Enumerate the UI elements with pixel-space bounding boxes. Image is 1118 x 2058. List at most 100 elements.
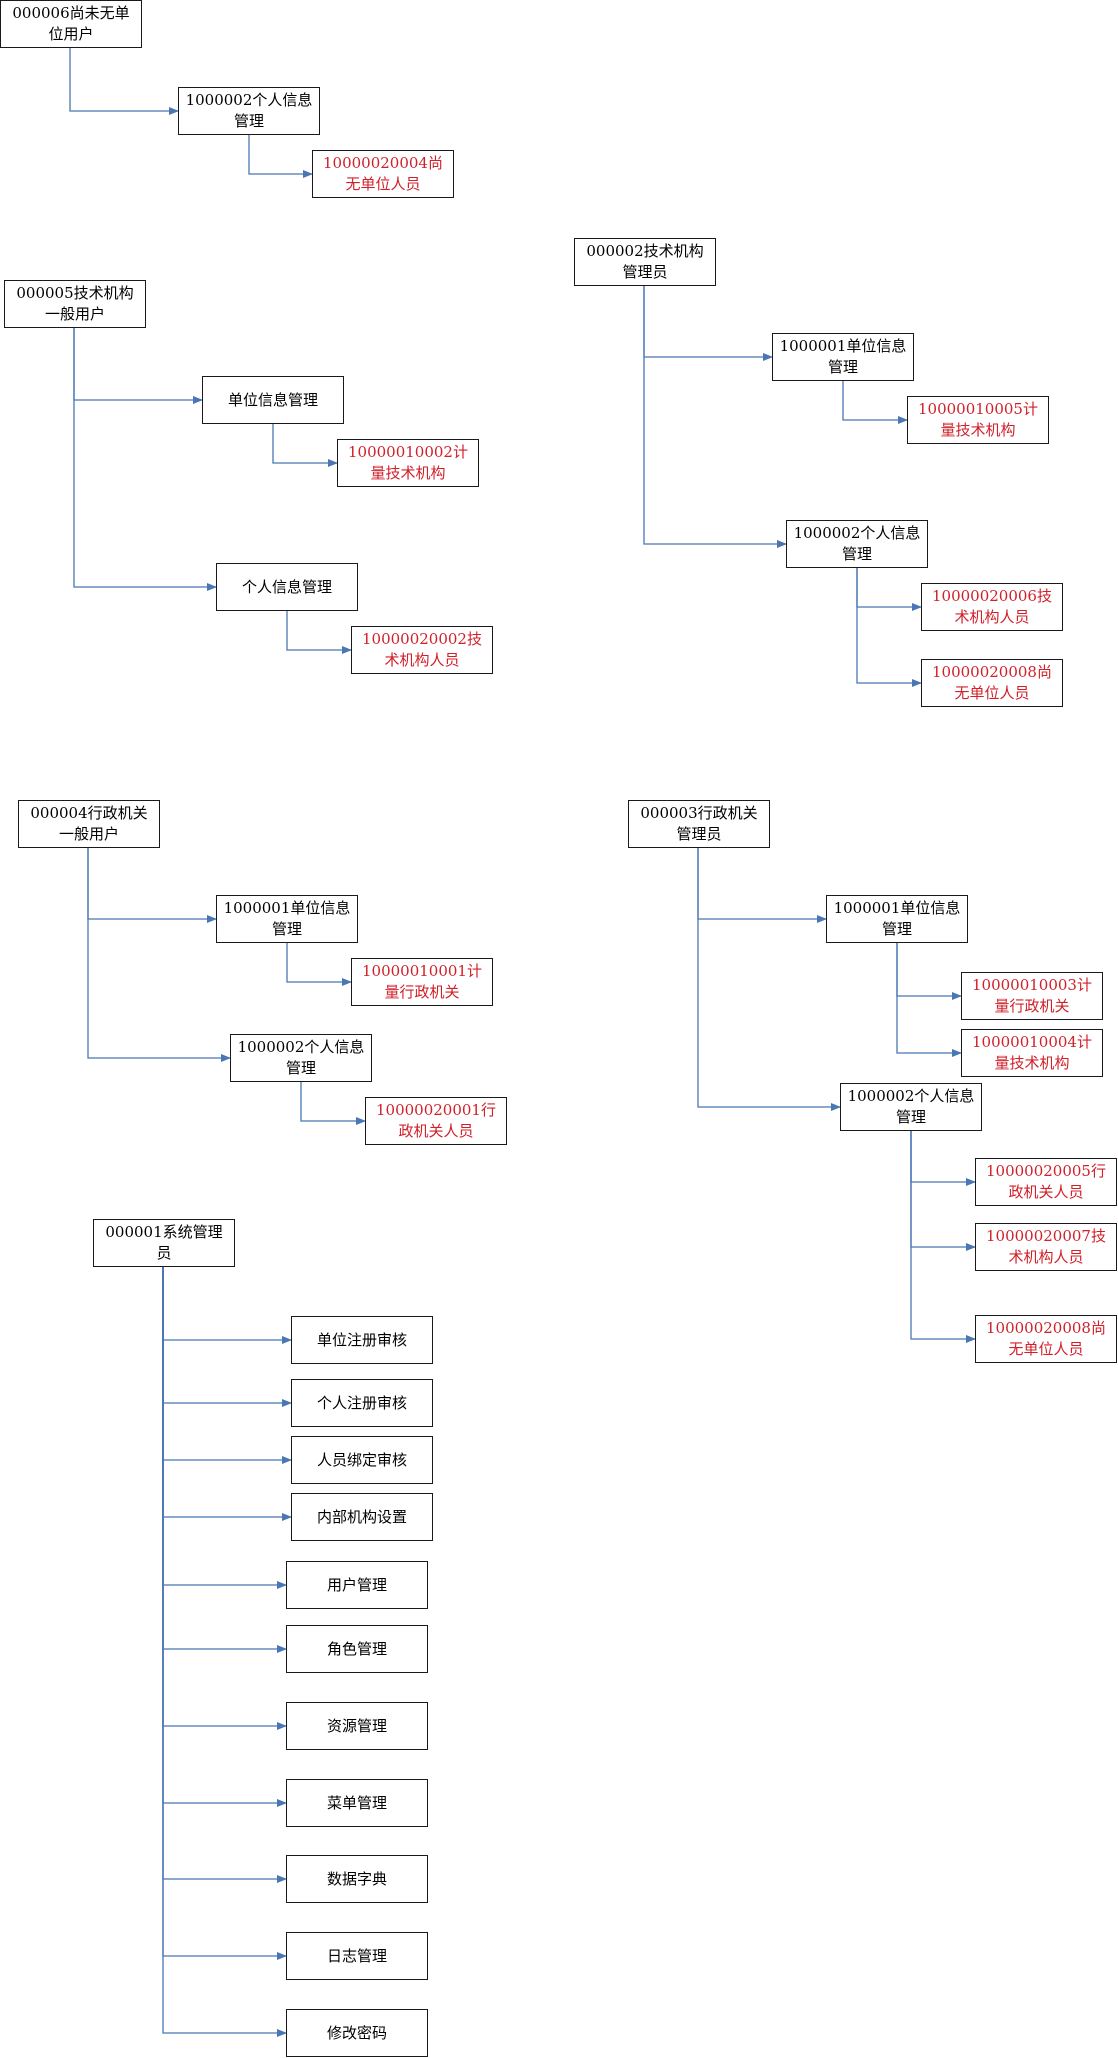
child-node: 个人信息管理: [216, 563, 358, 611]
leaf-node: 10000010003计量行政机关: [961, 972, 1103, 1020]
leaf-node: 10000010001计量行政机关: [351, 958, 493, 1006]
child-node: 1000002个人信息管理: [786, 520, 928, 568]
node-label: 000004行政机关一般用户: [30, 804, 148, 843]
node-label: 1000001单位信息管理: [223, 899, 351, 938]
node-label: 10000020004尚无单位人员: [323, 154, 443, 193]
connector-arrow: [896, 943, 962, 1000]
connector-arrow: [162, 1267, 287, 1730]
connector-arrow: [896, 943, 962, 1057]
node-label: 10000010001计量行政机关: [362, 962, 482, 1001]
node-label: 日志管理: [326, 1946, 387, 1965]
node-label: 10000020008尚无单位人员: [986, 1319, 1106, 1358]
child-node: 单位注册审核: [291, 1316, 433, 1364]
child-node: 用户管理: [286, 1561, 428, 1609]
leaf-node: 10000010005计量技术机构: [907, 396, 1049, 444]
connector-arrow: [300, 1082, 366, 1125]
leaf-node: 10000020004尚无单位人员: [312, 150, 454, 198]
root-node-t2: 000002技术机构管理员: [574, 238, 716, 286]
connector-arrow: [697, 848, 841, 1111]
connector-arrow: [248, 135, 313, 178]
root-node-t3: 000003行政机关管理员: [628, 800, 770, 848]
node-label: 数据字典: [326, 1869, 387, 1888]
connector-arrow: [842, 381, 908, 424]
node-label: 角色管理: [326, 1639, 387, 1658]
connector-arrow: [162, 1267, 287, 1653]
root-node-t6: 000006尚未无单位用户: [0, 0, 142, 48]
child-node: 1000001单位信息管理: [772, 333, 914, 381]
connector-arrow: [87, 848, 231, 1062]
leaf-node: 10000020008尚无单位人员: [921, 659, 1063, 707]
node-label: 10000010002计量技术机构: [348, 443, 468, 482]
node-label: 个人信息管理: [241, 577, 332, 596]
connector-arrow: [272, 424, 338, 467]
connector-arrow: [910, 1131, 976, 1186]
node-label: 000002技术机构管理员: [586, 242, 704, 281]
node-label: 1000002个人信息管理: [793, 524, 921, 563]
node-label: 10000020008尚无单位人员: [932, 663, 1052, 702]
child-node: 数据字典: [286, 1855, 428, 1903]
node-label: 菜单管理: [326, 1793, 387, 1812]
connector-arrow: [162, 1267, 287, 1807]
node-label: 000003行政机关管理员: [640, 804, 758, 843]
connector-arrow: [910, 1131, 976, 1343]
child-node: 1000002个人信息管理: [178, 87, 320, 135]
node-label: 单位注册审核: [316, 1330, 407, 1349]
node-label: 10000020006技术机构人员: [932, 587, 1052, 626]
root-node-t1: 000001系统管理员: [93, 1219, 235, 1267]
connector-arrow: [73, 328, 217, 591]
node-label: 1000002个人信息管理: [185, 91, 313, 130]
connector-arrow: [643, 286, 773, 361]
node-label: 000005技术机构一般用户: [16, 284, 134, 323]
child-node: 内部机构设置: [291, 1493, 433, 1541]
connector-arrow: [162, 1267, 292, 1344]
leaf-node: 10000010004计量技术机构: [961, 1029, 1103, 1077]
node-label: 人员绑定审核: [316, 1450, 407, 1469]
child-node: 个人注册审核: [291, 1379, 433, 1427]
connector-arrow: [162, 1267, 287, 1960]
root-node-t5: 000005技术机构一般用户: [4, 280, 146, 328]
child-node: 1000002个人信息管理: [840, 1083, 982, 1131]
child-node: 菜单管理: [286, 1779, 428, 1827]
leaf-node: 10000020008尚无单位人员: [975, 1315, 1117, 1363]
connector-arrow: [162, 1267, 292, 1521]
connector-arrow: [697, 848, 827, 923]
node-label: 10000010003计量行政机关: [972, 976, 1092, 1015]
node-label: 10000020005行政机关人员: [986, 1162, 1106, 1201]
node-label: 用户管理: [326, 1575, 387, 1594]
node-label: 1000001单位信息管理: [779, 337, 907, 376]
node-label: 000006尚未无单位用户: [12, 4, 130, 43]
connector-arrow: [910, 1131, 976, 1251]
connector-arrow: [162, 1267, 287, 2037]
leaf-node: 10000020006技术机构人员: [921, 583, 1063, 631]
child-node: 1000001单位信息管理: [216, 895, 358, 943]
leaf-node: 10000010002计量技术机构: [337, 439, 479, 487]
child-node: 角色管理: [286, 1625, 428, 1673]
node-label: 1000002个人信息管理: [847, 1087, 975, 1126]
node-label: 10000010004计量技术机构: [972, 1033, 1092, 1072]
connector-arrow: [162, 1267, 287, 1589]
connector-arrow: [286, 943, 352, 986]
connector-arrow: [87, 848, 217, 923]
leaf-node: 10000020001行政机关人员: [365, 1097, 507, 1145]
node-label: 1000002个人信息管理: [237, 1038, 365, 1077]
node-label: 10000020002技术机构人员: [362, 630, 482, 669]
connector-arrow: [162, 1267, 292, 1407]
connector-arrow: [69, 48, 179, 115]
node-label: 资源管理: [326, 1716, 387, 1735]
connector-arrow: [856, 568, 922, 611]
connector-arrow: [162, 1267, 287, 1883]
child-node: 修改密码: [286, 2009, 428, 2057]
child-node: 1000001单位信息管理: [826, 895, 968, 943]
node-label: 10000020001行政机关人员: [376, 1101, 496, 1140]
child-node: 单位信息管理: [202, 376, 344, 424]
node-label: 000001系统管理员: [105, 1223, 223, 1262]
leaf-node: 10000020002技术机构人员: [351, 626, 493, 674]
node-label: 10000010005计量技术机构: [918, 400, 1038, 439]
connector-arrow: [162, 1267, 292, 1464]
node-label: 个人注册审核: [316, 1393, 407, 1412]
connector-arrow: [856, 568, 922, 687]
child-node: 资源管理: [286, 1702, 428, 1750]
child-node: 人员绑定审核: [291, 1436, 433, 1484]
